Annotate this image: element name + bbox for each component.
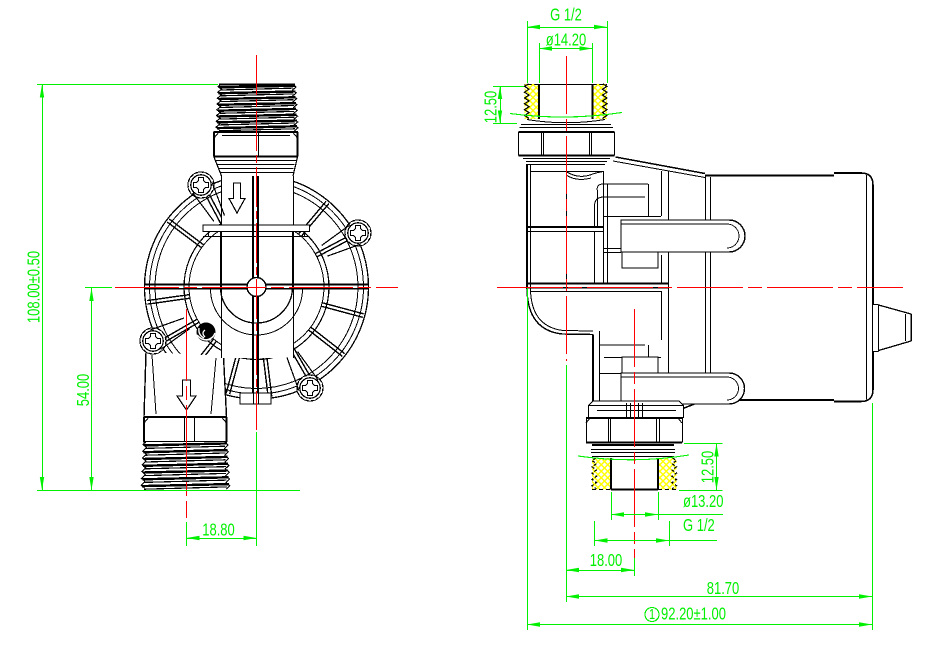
svg-text:1: 1 <box>649 605 655 622</box>
svg-text:ø14.20: ø14.20 <box>546 31 586 50</box>
svg-text:G 1/2: G 1/2 <box>550 6 582 25</box>
svg-text:108.00±0.50: 108.00±0.50 <box>25 251 44 323</box>
svg-text:18.80: 18.80 <box>202 521 235 540</box>
svg-text:G 1/2: G 1/2 <box>683 516 715 535</box>
svg-text:92.20±1.00: 92.20±1.00 <box>661 605 726 624</box>
svg-text:81.70: 81.70 <box>707 579 740 598</box>
svg-text:18.00: 18.00 <box>590 551 623 570</box>
svg-text:12.50: 12.50 <box>699 451 718 484</box>
svg-text:54.00: 54.00 <box>74 374 93 407</box>
svg-text:12.50: 12.50 <box>482 91 501 124</box>
svg-text:ø13.20: ø13.20 <box>683 492 723 511</box>
